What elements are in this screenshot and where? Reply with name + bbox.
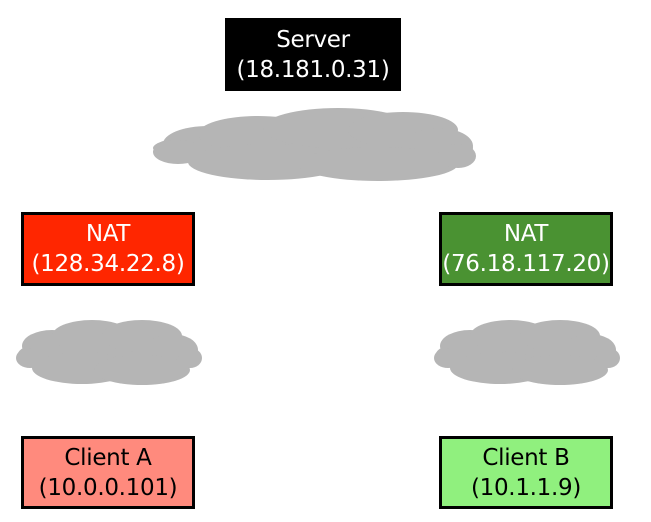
client-b-ip: (10.1.1.9) xyxy=(470,474,582,501)
server-title: Server xyxy=(276,26,350,53)
client-a-box: Client A (10.0.0.101) xyxy=(21,436,195,509)
private-network-cloud-a xyxy=(12,316,204,388)
nat-a-ip: (128.34.22.8) xyxy=(31,251,185,277)
client-a-title: Client A xyxy=(64,444,152,471)
client-a-ip: (10.0.0.101) xyxy=(38,474,178,501)
server-ip: (18.181.0.31) xyxy=(236,56,390,83)
nat-b-title: NAT xyxy=(503,221,549,247)
internet-cloud xyxy=(148,106,478,186)
client-b-box: Client B (10.1.1.9) xyxy=(439,436,613,509)
nat-a-title: NAT xyxy=(85,221,131,247)
private-network-cloud-b xyxy=(430,316,622,388)
server-box: Server (18.181.0.31) xyxy=(225,18,401,91)
nat-b-ip: (76.18.117.20) xyxy=(442,251,610,277)
nat-a-box: NAT (128.34.22.8) xyxy=(21,212,195,286)
nat-b-box: NAT (76.18.117.20) xyxy=(439,212,613,286)
client-b-title: Client B xyxy=(482,444,570,471)
